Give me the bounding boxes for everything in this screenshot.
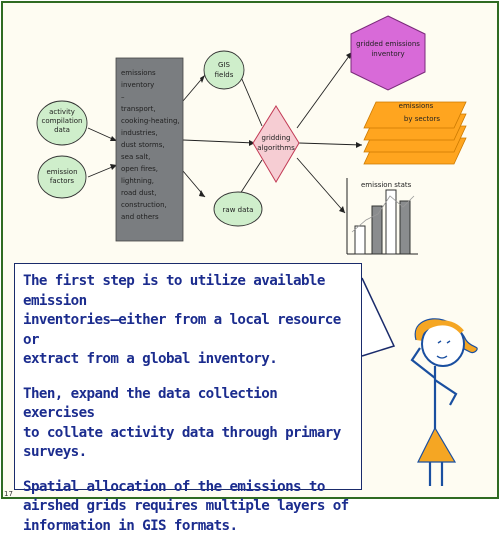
activity-data-node: activity compilation data (37, 101, 87, 145)
activity-label-1: activity (49, 108, 75, 116)
inventory-line-12: construction, (121, 201, 167, 209)
inventory-line-6: industries, (121, 129, 158, 137)
gis-label-1: GIS (218, 61, 230, 69)
gridding-label-1: gridding (262, 134, 291, 142)
factors-label-2: factors (50, 177, 75, 185)
raw-data-label: raw data (223, 206, 254, 214)
stick-figure (412, 319, 477, 486)
speech-paragraph-1: The first step is to utilize available e… (23, 272, 353, 370)
gridding-label-2: algorithms (257, 144, 295, 152)
page-number: 17 (4, 490, 13, 498)
gridding-algorithms-node: gridding algorithms (253, 106, 299, 182)
sectors-label-1: emissions (399, 102, 434, 110)
skirt (418, 428, 455, 462)
gridded-label-1: gridded emissions (356, 40, 420, 48)
speech-tail (362, 278, 394, 356)
speech-bubble: The first step is to utilize available e… (14, 263, 362, 490)
speech-paragraph-2: Then, expand the data collection exercis… (23, 385, 353, 463)
factors-label-1: emission (46, 168, 77, 176)
raw-data-node: raw data (214, 192, 262, 226)
inventory-line-10: lightning, (121, 177, 154, 185)
emission-stats-node: emission stats (347, 178, 418, 254)
inventory-line-11: road dust, (121, 189, 156, 197)
inventory-line-2: inventory (121, 81, 154, 89)
emissions-by-sectors-node: emissions by sectors (364, 102, 466, 164)
gis-fields-node: GIS fields (204, 51, 244, 89)
gridded-inventory-node: gridded emissions inventory (351, 16, 425, 90)
inventory-line-3: – (121, 93, 125, 101)
stats-bar-1 (355, 226, 365, 254)
stats-label: emission stats (361, 181, 412, 189)
activity-label-2: compilation (42, 117, 83, 125)
inventory-line-1: emissions (121, 69, 156, 77)
activity-label-3: data (54, 126, 70, 134)
inventory-line-8: sea salt, (121, 153, 150, 161)
gis-label-2: fields (215, 71, 234, 79)
speech-paragraph-3: Spatial allocation of the emissions to a… (23, 478, 353, 536)
inventory-line-4: transport, (121, 105, 156, 113)
stats-bar-2 (372, 206, 382, 254)
right-arm (435, 380, 456, 405)
inventory-line-5: cooking-heating, (121, 117, 180, 125)
sectors-label-2: by sectors (404, 115, 441, 123)
inventory-line-13: and others (121, 213, 159, 221)
inventory-line-9: open fires, (121, 165, 158, 173)
emission-factors-node: emission factors (38, 156, 86, 198)
stats-bar-4 (400, 201, 410, 254)
emission-inventory-box: emissions inventory – transport, cooking… (116, 58, 183, 241)
inventory-line-7: dust storms, (121, 141, 165, 149)
gridded-label-2: inventory (371, 50, 404, 58)
